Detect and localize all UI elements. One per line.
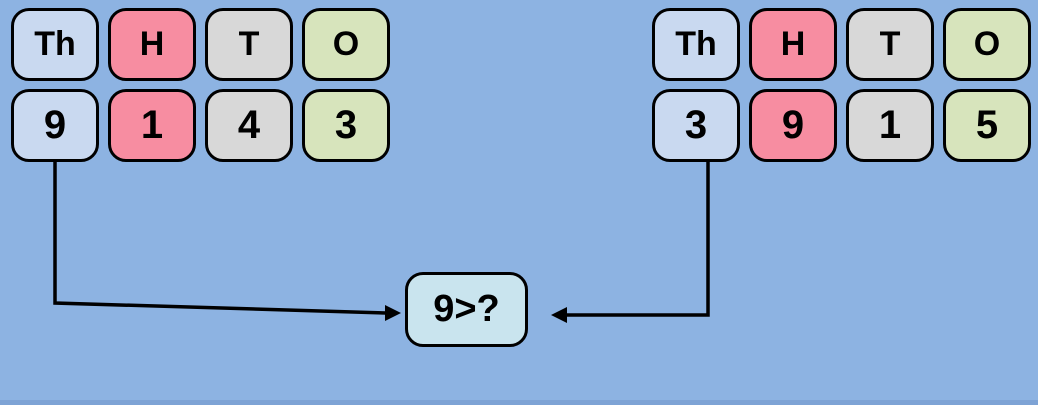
right-header-thousands: Th [652,8,740,81]
left-digit-tens: 4 [205,89,293,162]
comparison-box: 9>? [405,272,528,347]
right-digit-hundreds: 9 [749,89,837,162]
left-header-ones: O [302,8,390,81]
right-header-hundreds: H [749,8,837,81]
left-arrow [53,161,401,321]
left-digit-thousands: 9 [11,89,99,162]
left-header-tens: T [205,8,293,81]
right-header-ones: O [943,8,1031,81]
right-arrow [551,161,710,323]
left-number-table: Th H T O 9 1 4 3 [11,8,390,162]
bottom-edge-strip [0,400,1038,405]
right-digit-ones: 5 [943,89,1031,162]
right-header-tens: T [846,8,934,81]
right-digit-tens: 1 [846,89,934,162]
right-number-table: Th H T O 3 9 1 5 [652,8,1031,162]
left-digit-hundreds: 1 [108,89,196,162]
right-digit-thousands: 3 [652,89,740,162]
left-header-thousands: Th [11,8,99,81]
left-header-hundreds: H [108,8,196,81]
left-digit-ones: 3 [302,89,390,162]
